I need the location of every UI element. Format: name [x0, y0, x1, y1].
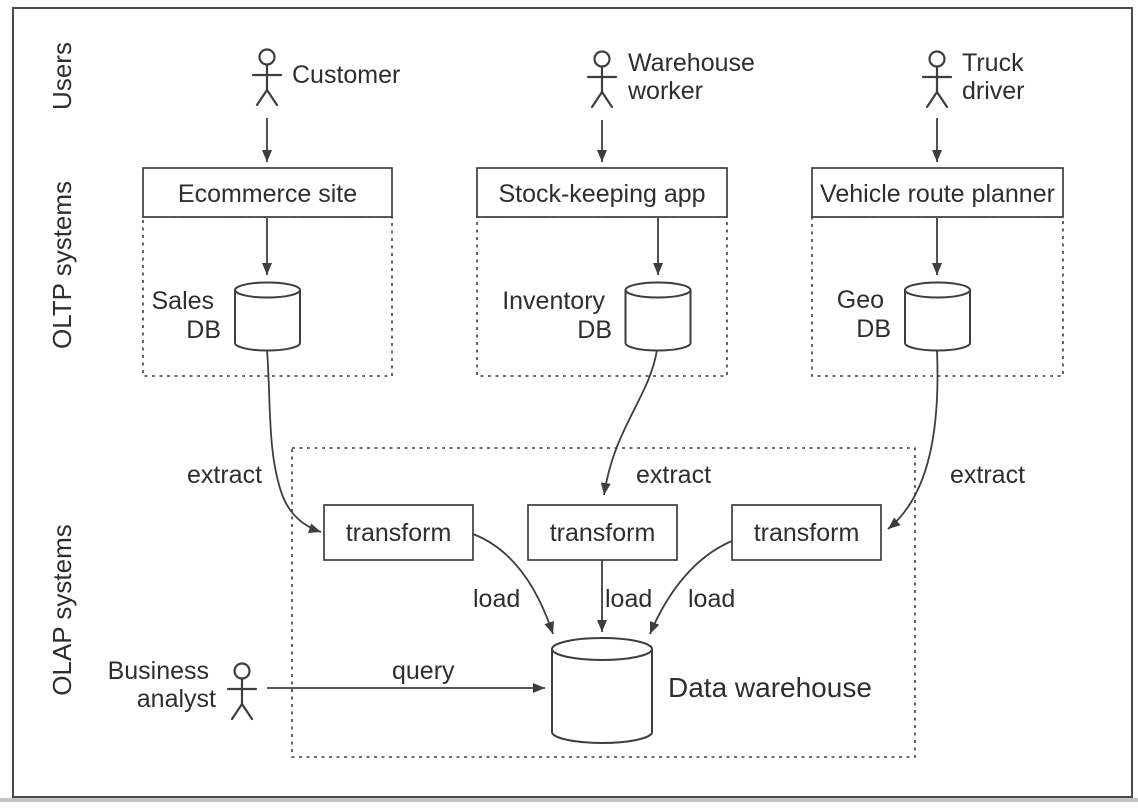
transform-box-2 [527, 504, 678, 561]
transform-box-3 [731, 504, 882, 561]
customer-label: Customer [292, 61, 400, 89]
ecommerce-site-label: Ecommerce site [178, 180, 357, 208]
figure-border [12, 7, 1133, 798]
sales-db-cylinder-icon [234, 281, 301, 352]
business-analyst-figure-icon [226, 662, 258, 721]
warehouse-worker-figure-icon [586, 50, 618, 109]
extract-arrow-inventory [600, 349, 658, 496]
row-label-olap-systems: OLAP systems [47, 524, 77, 695]
extract-label-3: extract [950, 461, 1025, 489]
truck-driver-figure-icon [921, 50, 953, 109]
load-label-3: load [688, 585, 735, 613]
load-arrow-1 [472, 533, 554, 635]
transform-box-1 [323, 504, 474, 561]
sales-db-label: Sales DB [152, 287, 222, 344]
page-edge-line [0, 798, 1138, 802]
stock-keeping-app-box [476, 167, 728, 218]
row-label-users: Users [47, 42, 77, 110]
row-label-oltp-systems: OLTP systems [47, 181, 77, 349]
query-label: query [392, 657, 455, 685]
geo-db-label: Geo DB [837, 286, 891, 343]
truck-driver-label: Truck driver [962, 49, 1031, 105]
transform-label-3: transform [754, 519, 860, 547]
customer-figure-icon [251, 48, 283, 107]
load-label-1: load [473, 585, 520, 613]
extract-arrow-geo [887, 349, 939, 530]
extract-label-2: extract [636, 461, 711, 489]
vehicle-route-planner-box [811, 167, 1064, 218]
oltp-dashed-box-sales [142, 216, 393, 377]
load-arrow-3 [649, 540, 733, 635]
load-label-2: load [605, 585, 652, 613]
vehicle-route-planner-label: Vehicle route planner [820, 180, 1055, 208]
oltp-dashed-box-inventory [476, 216, 728, 377]
data-warehouse-cylinder-icon [551, 637, 653, 744]
extract-label-1: extract [187, 461, 262, 489]
extract-arrow-sales [266, 349, 322, 533]
data-warehouse-label: Data warehouse [668, 672, 872, 703]
geo-db-cylinder-icon [904, 281, 971, 352]
ecommerce-site-box [142, 167, 393, 218]
transform-label-1: transform [346, 519, 452, 547]
warehouse-worker-label: Warehouse worker [627, 49, 762, 105]
transform-label-2: transform [550, 519, 656, 547]
inventory-db-label: Inventory DB [502, 287, 612, 344]
stock-keeping-app-label: Stock-keeping app [498, 180, 705, 208]
inventory-db-cylinder-icon [624, 281, 692, 352]
business-analyst-label: Business analyst [108, 657, 216, 713]
